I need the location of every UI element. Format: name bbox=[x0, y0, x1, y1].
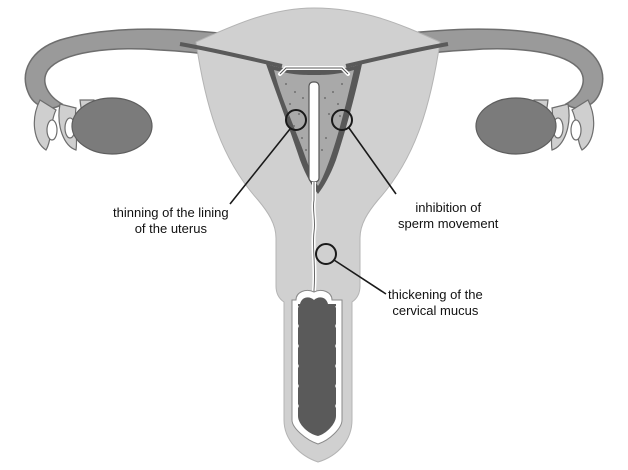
sperm-label-line2: sperm movement bbox=[398, 216, 498, 232]
lining-label-line1: thinning of the lining bbox=[113, 205, 229, 221]
left-ovary bbox=[72, 98, 152, 154]
mucus-label-line2: cervical mucus bbox=[388, 303, 483, 319]
right-ovary bbox=[476, 98, 556, 154]
iud-stem bbox=[309, 82, 319, 182]
lining-label: thinning of the lining of the uterus bbox=[113, 205, 229, 237]
lining-label-line2: of the uterus bbox=[113, 221, 229, 237]
sperm-label-line1: inhibition of bbox=[398, 200, 498, 216]
vaginal-canal bbox=[298, 297, 336, 436]
mucus-label: thickening of the cervical mucus bbox=[388, 287, 483, 319]
sperm-label: inhibition of sperm movement bbox=[398, 200, 498, 232]
mucus-label-line1: thickening of the bbox=[388, 287, 483, 303]
